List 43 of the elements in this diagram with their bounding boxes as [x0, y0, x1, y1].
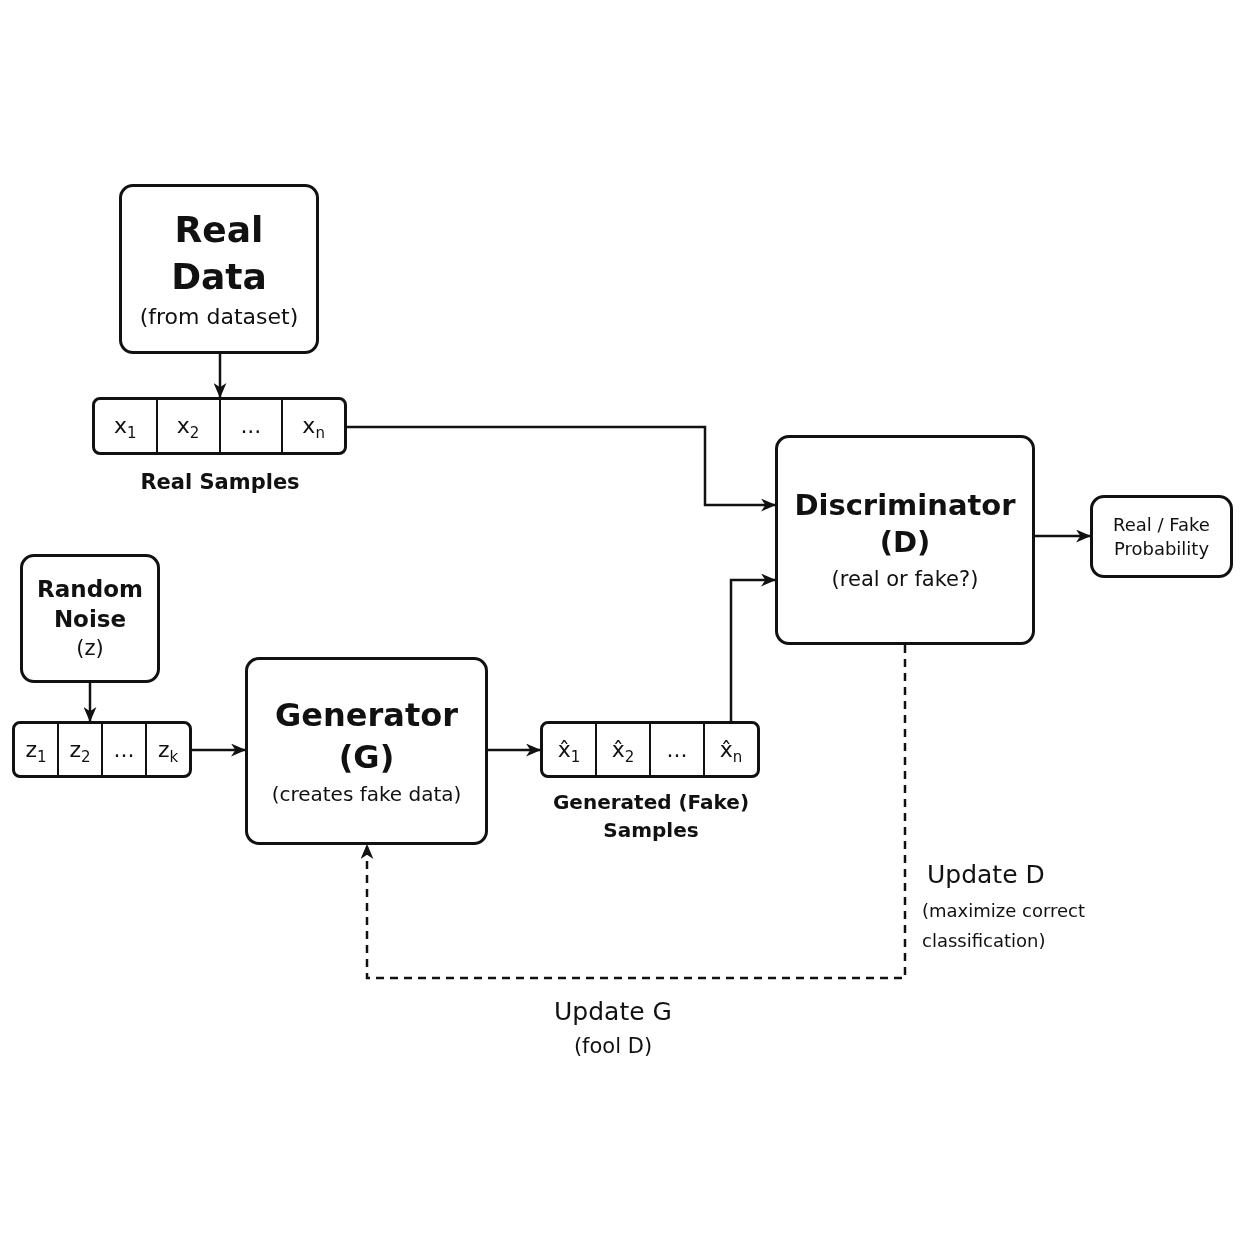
node-title: Discriminator (D)	[794, 486, 1016, 562]
vector-element: x̂$_{n}$	[703, 724, 757, 775]
strip-label: Real Samples	[140, 469, 300, 496]
node-title: Real Data	[171, 207, 267, 299]
update-label: Update D	[927, 859, 1045, 891]
update-note: (fool D)	[573, 1033, 653, 1060]
vector-strip	[92, 397, 347, 455]
vector-element: ...	[101, 724, 145, 775]
output-box	[1090, 495, 1233, 578]
arrow	[192, 743, 247, 757]
node-subtitle: (real or fake?)	[831, 566, 979, 594]
vector-element: z$_{2}$	[57, 724, 101, 775]
node-subtitle: (from dataset)	[139, 302, 299, 331]
node-title: Generator (G)	[275, 695, 458, 778]
vector-element: x$_{1}$	[113, 412, 138, 445]
arrow	[83, 683, 97, 723]
update-note: (maximize correct classification)	[922, 899, 1087, 953]
node-subtitle: (z)	[76, 634, 104, 662]
process-box	[20, 554, 160, 683]
vector-element: x̂$_{2}$	[595, 724, 649, 775]
strip-label: Generated (Fake) Samples	[551, 789, 751, 844]
vector-strip	[540, 721, 760, 778]
node-subtitle: (creates fake data)	[271, 780, 462, 807]
node-title: Random Noise	[37, 574, 143, 634]
vector-element: x̂$_{1}$	[556, 736, 582, 769]
arrow	[1035, 529, 1092, 543]
arrow	[729, 573, 777, 721]
vector-element: x$_{n}$	[281, 400, 344, 452]
vector-element: z$_{1}$	[24, 736, 48, 769]
vector-strip	[12, 721, 192, 778]
dashed-arrow	[360, 645, 907, 980]
arrow	[488, 743, 542, 757]
arrow	[347, 425, 777, 512]
vector-element: x$_{2}$	[155, 400, 219, 452]
process-box	[119, 184, 319, 354]
vector-element: z$_{k}$	[145, 724, 189, 775]
process-box	[245, 657, 488, 845]
vector-element: ...	[649, 724, 703, 775]
vector-element: ...	[218, 400, 282, 452]
node-title: Real / Fake Probability	[1112, 513, 1211, 560]
update-label: Update G	[554, 996, 672, 1028]
arrow	[213, 354, 227, 399]
process-box	[775, 435, 1035, 645]
